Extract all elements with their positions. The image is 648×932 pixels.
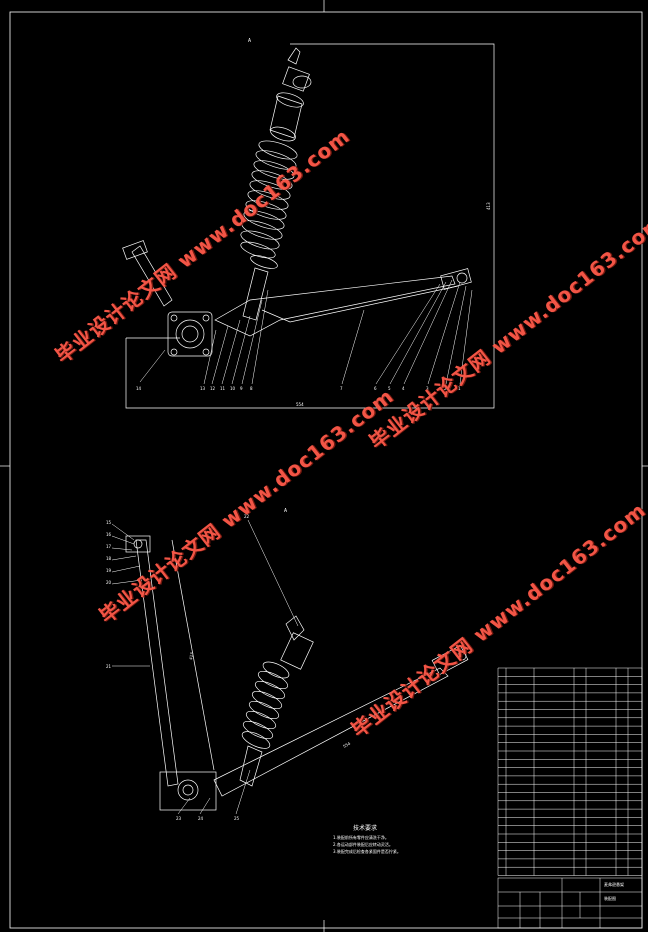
view-label-bottom: A [284, 508, 288, 514]
note-line: 1.装配前所有零件应清洗干净。 [333, 835, 389, 840]
svg-text:7: 7 [340, 386, 343, 391]
technical-requirements: 技术要求 1.装配前所有零件应清洗干净。 2.各运动部件装配后应转动灵活。 3.… [333, 825, 401, 855]
svg-text:12: 12 [210, 386, 216, 391]
coil-spring-bottom [241, 661, 290, 749]
leader-lines-top [139, 279, 473, 385]
svg-text:413: 413 [486, 202, 491, 210]
note-line: 2.各运动部件装配后应转动灵活。 [333, 842, 393, 847]
svg-text:554: 554 [296, 402, 304, 407]
svg-text:2: 2 [444, 386, 447, 391]
svg-text:10: 10 [230, 386, 236, 391]
svg-text:23: 23 [176, 816, 182, 821]
svg-text:15: 15 [106, 520, 112, 525]
notes-title: 技术要求 [353, 825, 378, 832]
svg-text:5: 5 [388, 386, 391, 391]
title-block [497, 877, 643, 929]
svg-text:21: 21 [106, 664, 112, 669]
svg-text:9: 9 [240, 386, 243, 391]
top-view: 14 13 12 11 10 9 8 7 6 5 4 3 2 1 554 413 [122, 43, 495, 409]
svg-text:413: 413 [188, 651, 194, 660]
drawing-subname: 装配图 [604, 896, 616, 901]
bottom-view: 15 16 17 18 19 20 21 22 23 24 25 554 413 [106, 514, 469, 821]
svg-text:3: 3 [426, 386, 429, 391]
svg-text:11: 11 [220, 386, 226, 391]
svg-text:13: 13 [200, 386, 206, 391]
drawing-name: 麦弗逊悬架 [604, 882, 624, 887]
view-label-top: A [248, 38, 252, 44]
coil-spring-top [240, 140, 298, 269]
balloon-label: 14 [136, 386, 142, 391]
svg-text:20: 20 [106, 580, 112, 585]
svg-text:16: 16 [106, 532, 112, 537]
svg-text:22: 22 [244, 514, 250, 519]
svg-text:1: 1 [458, 386, 461, 391]
svg-text:17: 17 [106, 544, 112, 549]
svg-text:4: 4 [402, 386, 405, 391]
svg-text:6: 6 [374, 386, 377, 391]
svg-text:25: 25 [234, 816, 240, 821]
svg-text:554: 554 [342, 741, 351, 749]
svg-text:8: 8 [250, 386, 253, 391]
svg-text:19: 19 [106, 568, 112, 573]
svg-text:18: 18 [106, 556, 112, 561]
svg-text:24: 24 [198, 816, 204, 821]
note-line: 3.装配完成后检查各紧固件是否拧紧。 [333, 849, 401, 854]
parts-list-table [497, 667, 643, 876]
